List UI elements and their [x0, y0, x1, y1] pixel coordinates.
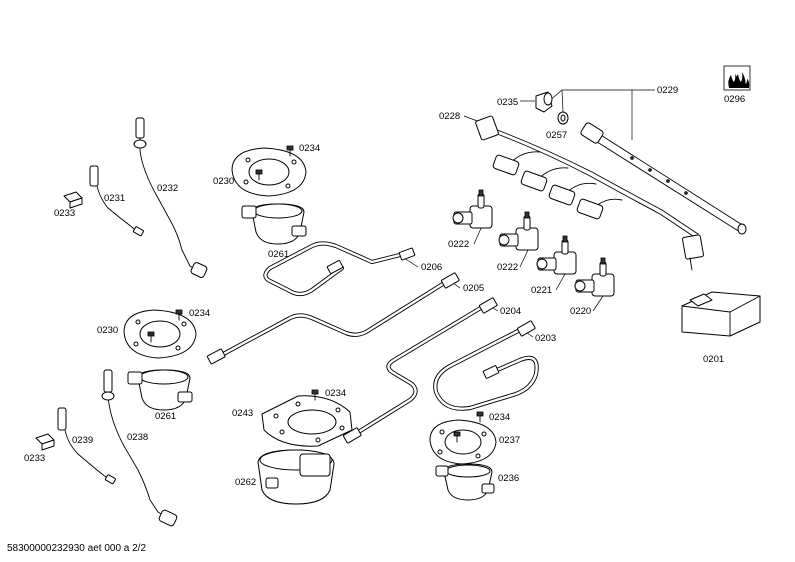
label-0296: 0296 [724, 94, 745, 105]
clip-0233-b [35, 433, 55, 451]
screw-0234-c [311, 389, 319, 401]
screw-0234-a [286, 145, 294, 157]
label-0229: 0229 [657, 85, 678, 96]
label-0230-a: 0230 [213, 176, 234, 187]
thermocouple-0238 [101, 369, 178, 527]
leader-lines [403, 89, 655, 338]
label-0236: 0236 [498, 473, 519, 484]
label-0221: 0221 [531, 285, 552, 296]
label-0261-a: 0261 [268, 249, 289, 260]
label-0232: 0232 [157, 183, 178, 194]
gas-tap-0222-a [452, 189, 493, 229]
screw-0234-a2 [255, 169, 263, 181]
label-0220: 0220 [570, 306, 591, 317]
screw-0234-b2 [147, 331, 155, 343]
label-0203: 0203 [535, 333, 556, 344]
label-0234-b: 0234 [189, 308, 210, 319]
gas-pipe-0205 [206, 272, 460, 365]
label-0234-c: 0234 [325, 388, 346, 399]
burner-cup-0236 [435, 463, 495, 501]
label-0206: 0206 [421, 262, 442, 273]
label-0204: 0204 [500, 306, 521, 317]
clip-0233-a [63, 191, 83, 209]
label-0235: 0235 [497, 97, 518, 108]
gasket-0243 [261, 395, 353, 447]
label-0257: 0257 [546, 130, 567, 141]
gas-tap-0221 [536, 235, 577, 275]
label-0234-a: 0234 [299, 143, 320, 154]
screw-0234-d2 [453, 431, 461, 443]
ignition-harness-0228 [475, 115, 704, 271]
label-0231: 0231 [104, 193, 125, 204]
thermocouple-0232 [133, 117, 208, 278]
screw-0234-b [175, 309, 183, 321]
gas-tap-0220 [574, 257, 615, 297]
spark-electrode-0239 [57, 407, 116, 485]
label-0234-d: 0234 [489, 412, 510, 423]
label-0201: 0201 [703, 354, 724, 365]
gasket-0237 [429, 419, 497, 465]
label-0222-a: 0222 [448, 239, 469, 250]
gas-pipe-0203 [433, 320, 539, 411]
label-0228: 0228 [439, 111, 460, 122]
gas-pipe-0204 [342, 297, 498, 444]
burner-cup-0261-b [127, 369, 193, 411]
label-0205: 0205 [463, 283, 484, 294]
burner-cup-0261-a [241, 203, 307, 245]
label-0230-b: 0230 [97, 325, 118, 336]
screw-0234-d [476, 411, 484, 423]
gas-rail-0229 [580, 122, 747, 235]
label-0237: 0237 [499, 435, 520, 446]
gas-tap-0222-b [498, 211, 539, 251]
gasket-0230-a [231, 147, 307, 197]
document-footer: 58300000232930 aet 000 a 2/2 [7, 543, 147, 554]
washer-0257 [557, 111, 569, 125]
spark-electrode-0231 [89, 165, 144, 237]
label-0233-a: 0233 [54, 208, 75, 219]
gasket-0230-b [123, 309, 197, 359]
label-0239: 0239 [72, 435, 93, 446]
gas-flame-icon-0296 [723, 65, 751, 91]
burner-cup-0262 [257, 449, 335, 505]
label-0262: 0262 [235, 477, 256, 488]
label-0222-b: 0222 [497, 262, 518, 273]
label-0243: 0243 [232, 408, 253, 419]
label-0238: 0238 [127, 432, 148, 443]
label-0261-b: 0261 [155, 411, 176, 422]
label-0233-b: 0233 [24, 453, 45, 464]
bracket-0201 [681, 291, 761, 337]
elbow-0235 [535, 91, 553, 113]
gas-pipe-0206 [263, 241, 416, 297]
